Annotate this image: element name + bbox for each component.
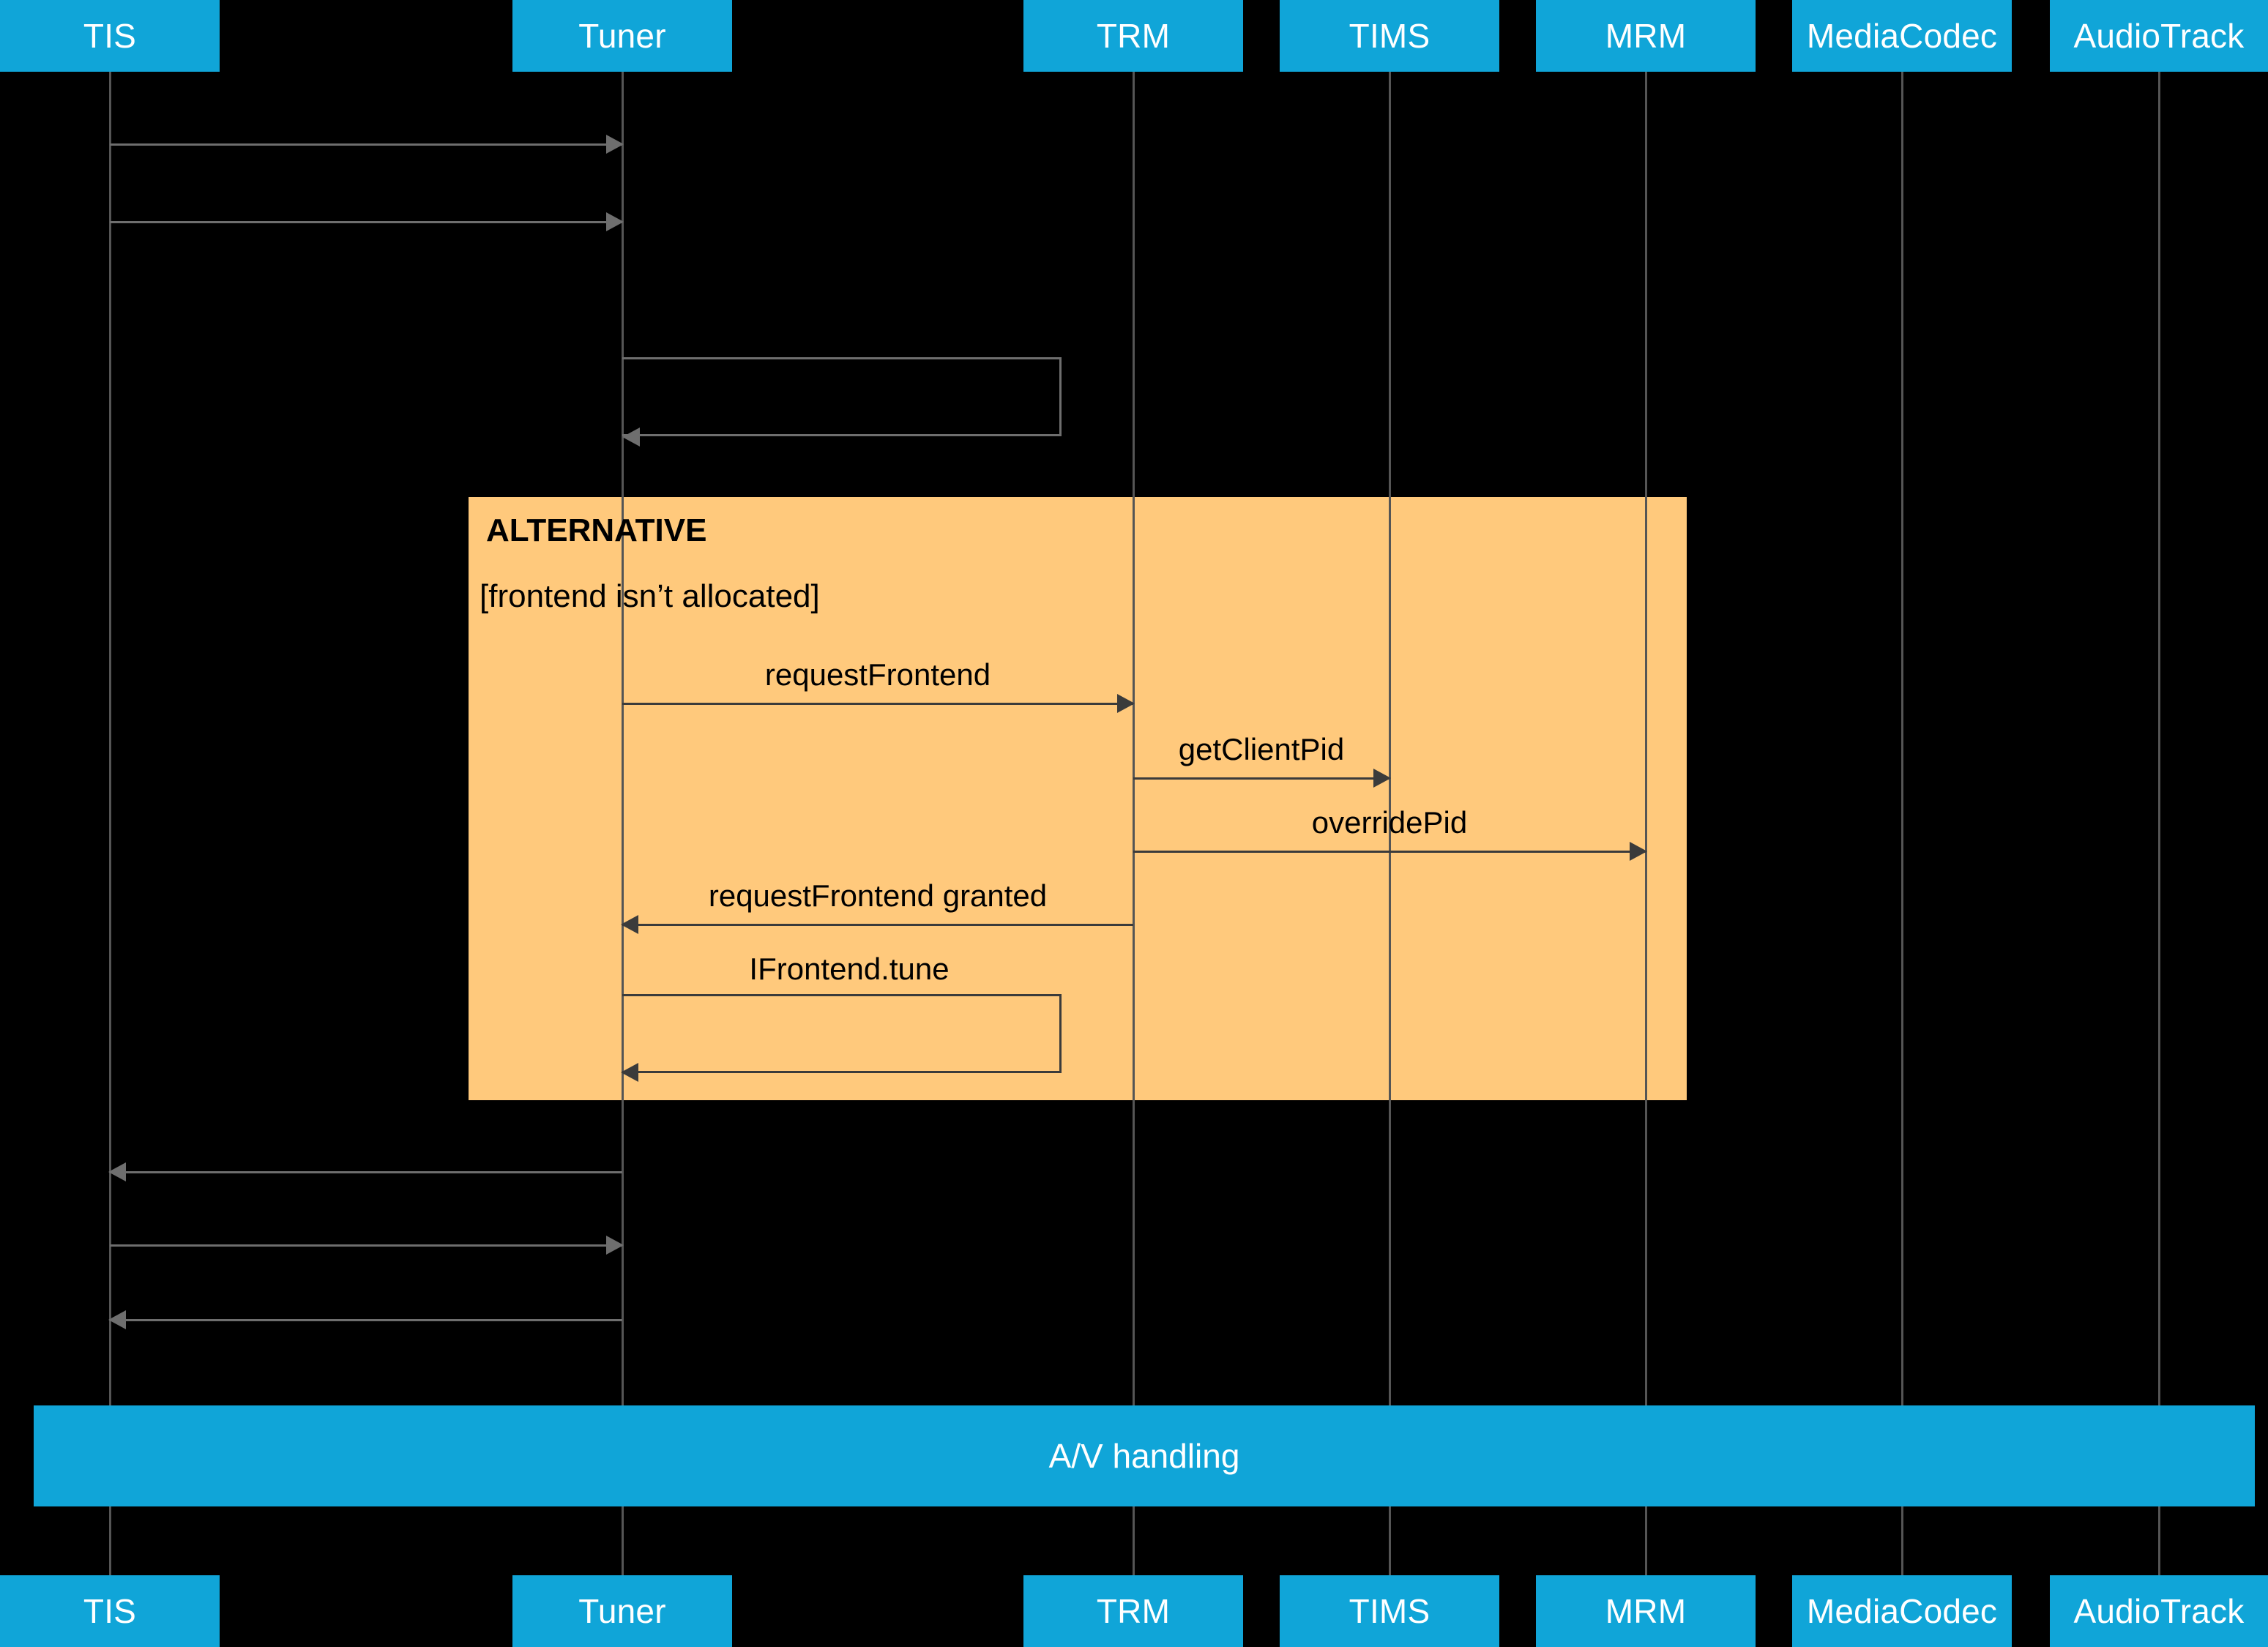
participant-header-trm[interactable]: TRM	[1023, 0, 1243, 72]
message-line-m6	[1133, 851, 1646, 853]
participant-label: TRM	[1096, 17, 1171, 55]
participant-label: TIMS	[1349, 17, 1430, 55]
message-line-m2	[110, 221, 622, 223]
participant-footer-mediacodec[interactable]: MediaCodec	[1792, 1575, 2012, 1647]
message-label-m7: requestFrontend granted	[708, 878, 1048, 913]
message-label-m6: overridePid	[1311, 805, 1468, 840]
participant-label: MediaCodec	[1806, 1592, 1998, 1630]
arrow-head-m1	[606, 135, 624, 154]
participant-label: Tuner	[578, 1592, 666, 1630]
participant-footer-audiotrack[interactable]: AudioTrack	[2050, 1575, 2268, 1647]
participant-label: Tuner	[578, 17, 666, 55]
participant-header-mrm[interactable]: MRM	[1536, 0, 1756, 72]
participant-label: TRM	[1096, 1592, 1171, 1630]
participant-footer-tuner[interactable]: Tuner	[512, 1575, 732, 1647]
arrow-head-m3	[622, 427, 640, 447]
alt-fragment-operator: ALTERNATIVE	[486, 512, 707, 548]
arrow-head-m11	[108, 1310, 126, 1329]
message-line-m4	[622, 703, 1133, 705]
participant-label: TIS	[83, 17, 137, 55]
lifeline-tis	[109, 72, 111, 1576]
arrow-head-m4	[1117, 694, 1135, 713]
message-label-m5: getClientPid	[1178, 732, 1345, 766]
arrow-head-m8	[621, 1063, 638, 1082]
message-label-m4: requestFrontend	[764, 657, 991, 692]
ref-bar-label: A/V handling	[1048, 1437, 1240, 1475]
participant-header-tims[interactable]: TIMS	[1280, 0, 1499, 72]
arrow-head-m9	[108, 1162, 126, 1181]
ref-bar-av-handling[interactable]: A/V handling	[34, 1405, 2255, 1506]
message-line-m9	[110, 1171, 622, 1173]
arrow-head-m5	[1373, 769, 1391, 788]
participant-header-tis[interactable]: TIS	[0, 0, 220, 72]
arrow-head-m6	[1630, 842, 1647, 861]
participant-header-audiotrack[interactable]: AudioTrack	[2050, 0, 2268, 72]
participant-label: AudioTrack	[2073, 17, 2245, 55]
arrow-head-m10	[606, 1236, 624, 1255]
message-label-m8: IFrontend.tune	[749, 952, 950, 986]
participant-footer-mrm[interactable]: MRM	[1536, 1575, 1756, 1647]
participant-label: TIS	[83, 1592, 137, 1630]
participant-footer-trm[interactable]: TRM	[1023, 1575, 1243, 1647]
participant-label: AudioTrack	[2073, 1592, 2245, 1630]
participant-header-tuner[interactable]: Tuner	[512, 0, 732, 72]
arrow-head-m7	[621, 915, 638, 934]
selfcall-box-m8	[622, 994, 1062, 1073]
participant-header-mediacodec[interactable]: MediaCodec	[1792, 0, 2012, 72]
message-line-m5	[1133, 777, 1389, 780]
message-line-m7	[622, 924, 1133, 926]
participant-footer-tims[interactable]: TIMS	[1280, 1575, 1499, 1647]
lifeline-tuner-overlay	[622, 497, 624, 1100]
lifeline-mrm-overlay	[1645, 497, 1647, 1100]
arrow-head-m2	[606, 212, 624, 231]
participant-label: MRM	[1605, 17, 1687, 55]
participant-label: MediaCodec	[1806, 17, 1998, 55]
message-line-m1	[110, 143, 622, 146]
alt-fragment-box	[469, 497, 1687, 1100]
lifeline-audiotrack	[2158, 72, 2160, 1576]
alt-fragment-guard: [frontend isn’t allocated]	[480, 578, 820, 614]
participant-label: TIMS	[1349, 1592, 1430, 1630]
message-line-m11	[110, 1319, 622, 1321]
lifeline-trm-overlay	[1133, 497, 1135, 1100]
participant-footer-tis[interactable]: TIS	[0, 1575, 220, 1647]
message-line-m10	[110, 1244, 622, 1247]
lifeline-tims-overlay	[1389, 497, 1391, 1100]
participant-label: MRM	[1605, 1592, 1687, 1630]
lifeline-mediacodec	[1901, 72, 1903, 1576]
selfcall-box-m3	[622, 357, 1062, 436]
